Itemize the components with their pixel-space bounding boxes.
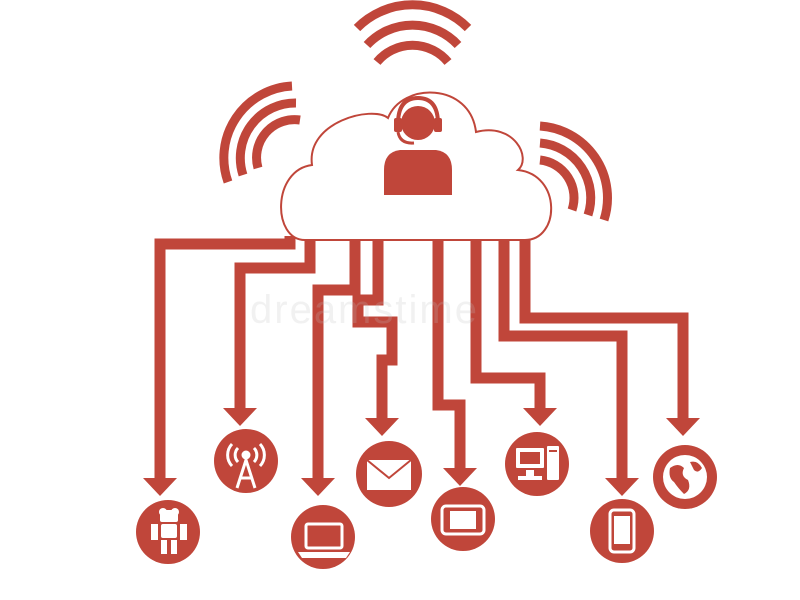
connector-robot	[154, 236, 296, 478]
arrowhead-email	[365, 418, 399, 436]
device-nodes	[136, 429, 717, 569]
connectors	[154, 236, 689, 478]
connector-smartphone	[498, 236, 628, 478]
arrowhead-laptop	[301, 478, 335, 496]
smartphone-icon	[608, 508, 636, 554]
connector-tablet	[432, 236, 466, 468]
radio-tower-icon	[226, 442, 266, 489]
tablet-icon	[440, 504, 486, 536]
arrowheads	[143, 408, 700, 496]
globe-icon	[663, 455, 707, 499]
connector-email	[352, 236, 398, 418]
arrowhead-desktop	[523, 408, 557, 426]
wifi-signal-icon	[219, 81, 301, 184]
connector-desktop	[470, 236, 546, 408]
connector-laptop	[312, 236, 361, 478]
arrowhead-smartphone	[605, 478, 639, 496]
arrowhead-globe	[666, 418, 700, 436]
envelope-icon	[366, 459, 412, 490]
wifi-signal-icon	[353, 0, 472, 66]
robot-icon	[151, 508, 187, 554]
support-agent-headset-icon	[384, 95, 452, 195]
wifi-signal-icon	[539, 121, 612, 222]
connector-globe	[519, 236, 689, 418]
arrowhead-robot	[143, 478, 177, 496]
laptop-icon	[298, 522, 350, 558]
arrowhead-antenna	[223, 408, 257, 426]
arrowhead-tablet	[443, 468, 477, 486]
device-circle-laptop	[291, 505, 355, 569]
connector-antenna	[234, 236, 316, 408]
desktop-computer-icon	[516, 446, 559, 480]
